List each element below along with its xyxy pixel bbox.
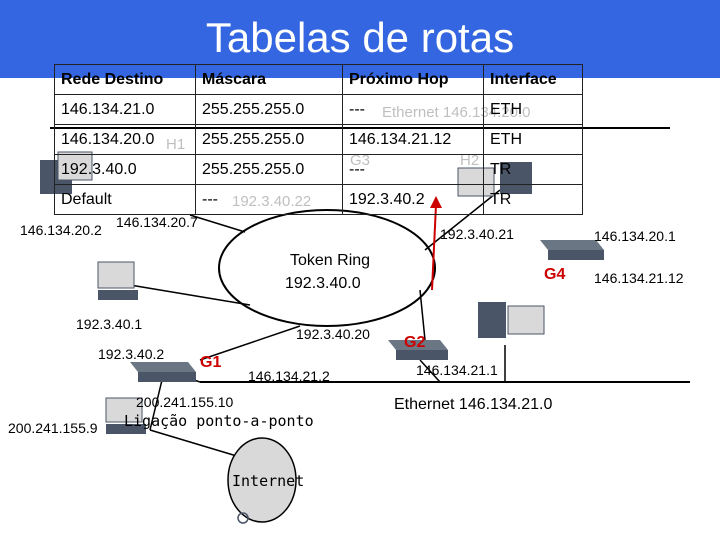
header-next-hop: Próximo Hop xyxy=(342,64,484,95)
table-row: 192.3.40.0 255.255.255.0 --- TR xyxy=(54,154,583,185)
router-g4-icon xyxy=(540,240,604,260)
cell-mask: 255.255.255.0 xyxy=(195,94,343,125)
arrow-to-g4 xyxy=(431,204,437,291)
cell-interface: ETH xyxy=(483,94,583,125)
table-row: Default --- 192.3.40.2 TR xyxy=(54,184,583,215)
cell-interface: ETH xyxy=(483,124,583,155)
label-ip-g4-eth20: 146.134.20.1 xyxy=(594,228,676,244)
header-mask: Máscara xyxy=(195,64,343,95)
router-g2-icon xyxy=(388,340,448,360)
label-token-ring-name: Token Ring xyxy=(290,252,371,269)
label-g4: G4 xyxy=(544,266,566,283)
slide-title: Tabelas de rotas xyxy=(205,14,515,61)
internet-globe-icon xyxy=(237,512,249,524)
label-ip-ptp-9: 200.241.155.9 xyxy=(8,420,98,436)
header-interface: Interface xyxy=(483,64,583,95)
ptp-line xyxy=(149,379,163,431)
table-row: 146.134.20.0 255.255.255.0 146.134.21.12… xyxy=(54,124,583,155)
router-g1-icon xyxy=(130,362,196,382)
cell-interface: TR xyxy=(483,154,583,185)
cell-dest: 146.134.21.0 xyxy=(54,94,196,125)
label-ip-tr-21: 192.3.40.21 xyxy=(440,226,514,242)
host-ptp-icon xyxy=(105,397,146,434)
table-header-row: Rede Destino Máscara Próximo Hop Interfa… xyxy=(54,64,583,95)
label-ip-tr-20: 192.3.40.20 xyxy=(296,326,370,342)
cell-dest: Default xyxy=(54,184,196,215)
internet-cloud xyxy=(227,437,297,523)
link-ring-h1 xyxy=(189,214,246,233)
label-ip-g4-eth21: 146.134.21.12 xyxy=(594,270,684,286)
label-ptp-link: Ligação ponto-a-ponto xyxy=(124,412,314,430)
label-ip-g1-eth: 146.134.21.2 xyxy=(248,368,330,384)
label-internet: Internet xyxy=(232,472,305,490)
cell-next-hop: 146.134.21.12 xyxy=(342,124,484,155)
cell-dest: 192.3.40.0 xyxy=(54,154,196,185)
label-ip-tr-1: 192.3.40.1 xyxy=(76,316,143,332)
cell-mask: 255.255.255.0 xyxy=(195,154,343,185)
label-g2: G2 xyxy=(404,334,426,351)
label-ip-ptp-10: 200.241.155.10 xyxy=(136,394,234,410)
host-tr-icon xyxy=(97,261,138,300)
cell-next-hop: --- xyxy=(342,94,484,125)
link-ring-g1 xyxy=(199,325,301,361)
label-g1: G1 xyxy=(200,354,222,371)
label-token-ring-net: 192.3.40.0 xyxy=(285,275,361,292)
ptp-to-internet xyxy=(149,429,251,461)
label-ethernet-bottom: Ethernet 146.134.21.0 xyxy=(394,396,553,413)
header-dest: Rede Destino xyxy=(54,64,196,95)
cell-next-hop: --- xyxy=(342,154,484,185)
label-ip-g2-eth: 146.134.21.1 xyxy=(416,362,498,378)
cell-interface: TR xyxy=(483,184,583,215)
table-row: 146.134.21.0 255.255.255.0 --- ETH xyxy=(54,94,583,125)
host-eth-icon xyxy=(478,302,545,338)
cell-next-hop: 192.3.40.2 xyxy=(342,184,484,215)
label-ip-h1-eth: 146.134.20.2 xyxy=(20,222,102,238)
label-ip-g1-tr: 192.3.40.2 xyxy=(98,346,165,362)
cell-mask: --- xyxy=(195,184,343,215)
link-g2-eth xyxy=(419,359,441,383)
cell-dest: 146.134.20.0 xyxy=(54,124,196,155)
link-ring-host xyxy=(129,284,251,306)
routing-table: Rede Destino Máscara Próximo Hop Interfa… xyxy=(54,64,583,215)
label-ip-h1-b: 146.134.20.7 xyxy=(116,214,198,230)
cell-mask: 255.255.255.0 xyxy=(195,124,343,155)
link-ring-g2 xyxy=(419,289,426,341)
